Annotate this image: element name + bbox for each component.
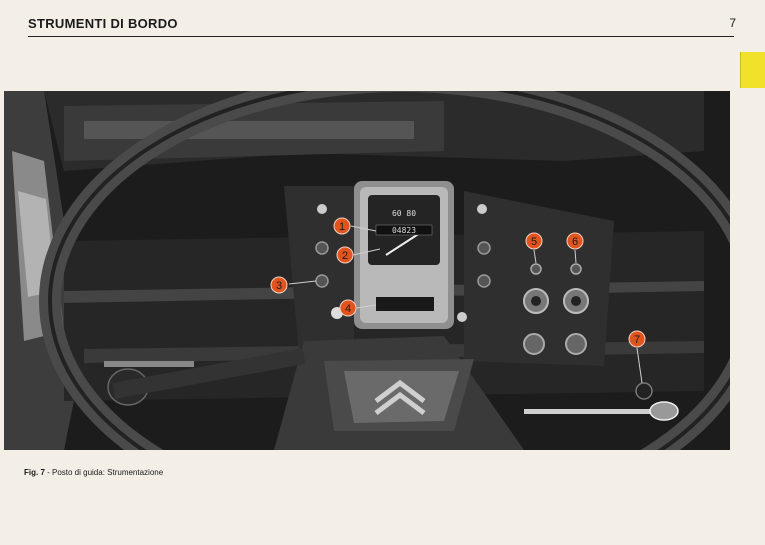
page-header: STRUMENTI DI BORDO 7 xyxy=(28,14,736,37)
figure-caption-separator: - xyxy=(44,468,52,477)
figure-caption-text: Posto di guida: Strumentazione xyxy=(52,468,164,477)
callout-5-label: 5 xyxy=(531,236,537,248)
dashboard-photo: 60 80 04823 xyxy=(4,91,730,450)
page-title: STRUMENTI DI BORDO xyxy=(28,16,178,31)
dashboard-illustration: 60 80 04823 xyxy=(4,91,730,450)
callout-4: 4 xyxy=(339,299,357,317)
callout-1: 1 xyxy=(333,217,351,235)
callout-6-label: 6 xyxy=(572,236,578,248)
callout-7: 7 xyxy=(628,330,646,348)
callout-3-label: 3 xyxy=(276,280,282,292)
callout-1-label: 1 xyxy=(339,221,345,233)
section-tab-marker xyxy=(740,52,765,88)
callout-6: 6 xyxy=(566,232,584,250)
odometer-reading: 04823 xyxy=(392,226,416,235)
callout-5: 5 xyxy=(525,232,543,250)
callout-7-label: 7 xyxy=(634,334,640,346)
callout-2: 2 xyxy=(336,246,354,264)
callout-3: 3 xyxy=(270,276,288,294)
svg-text:60 80: 60 80 xyxy=(392,209,416,218)
callout-4-label: 4 xyxy=(345,303,351,315)
callout-2-label: 2 xyxy=(342,250,348,262)
figure-caption: Fig. 7 - Posto di guida: Strumentazione xyxy=(24,468,163,477)
callout-leaders xyxy=(288,225,643,384)
page-number: 7 xyxy=(729,16,736,30)
figure-caption-label: Fig. 7 xyxy=(24,468,45,477)
